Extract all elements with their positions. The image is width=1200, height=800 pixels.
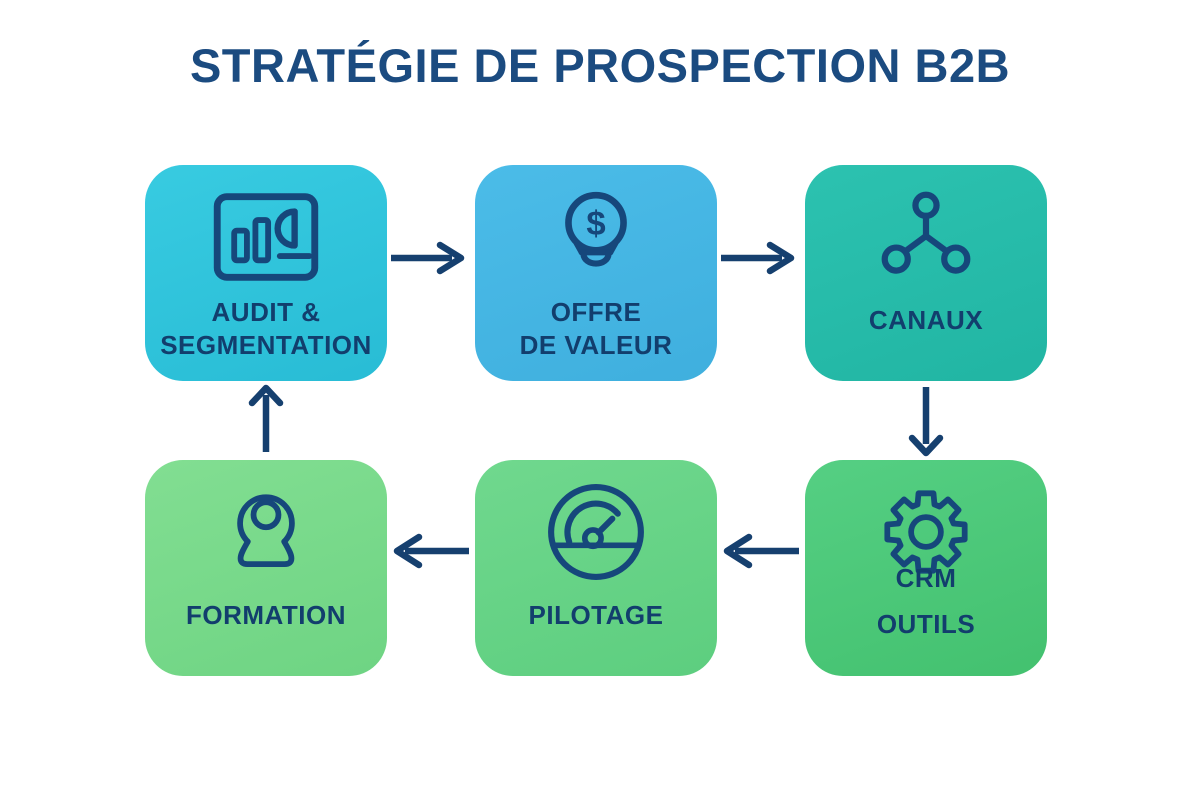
step-label: CRM OUTILS	[805, 563, 1047, 640]
step-box-pilotage: PILOTAGE	[475, 460, 717, 676]
arrow-pilotage-to-formation	[393, 533, 469, 569]
step-label-line: CANAUX	[868, 305, 984, 336]
arrow-offre-to-canaux	[721, 241, 795, 275]
step-label-line: SEGMENTATION	[160, 330, 372, 361]
arrow-formation-to-audit	[248, 384, 284, 452]
arrow-audit-to-offre	[391, 241, 465, 275]
step-box-formation: FORMATION	[145, 460, 387, 676]
step-label-line: CRM	[895, 563, 957, 594]
step-label-line: FORMATION	[186, 600, 346, 631]
step-label-line: PILOTAGE	[528, 600, 664, 631]
svg-text:$: $	[586, 205, 605, 243]
step-box-audit-segmentation: AUDIT & SEGMENTATION	[145, 165, 387, 381]
person-icon	[145, 476, 387, 588]
step-label-line: OFFRE	[550, 297, 642, 328]
step-box-canaux: CANAUX	[805, 165, 1047, 381]
step-box-crm-outils: CRM OUTILS	[805, 460, 1047, 676]
step-label-line: OUTILS	[876, 609, 976, 640]
step-label: AUDIT & SEGMENTATION	[145, 297, 387, 361]
step-label: FORMATION	[145, 600, 387, 631]
page-title: STRATÉGIE DE PROSPECTION B2B	[189, 39, 1011, 92]
gauge-icon	[475, 476, 717, 588]
step-label: PILOTAGE	[475, 600, 717, 631]
step-label-line: AUDIT &	[211, 297, 321, 328]
step-box-offre-de-valeur: $ OFFRE DE VALEUR	[475, 165, 717, 381]
step-label-line: DE VALEUR	[519, 330, 673, 361]
network-share-icon	[805, 181, 1047, 293]
arrow-canaux-to-crm	[908, 387, 944, 457]
step-label: CANAUX	[805, 305, 1047, 336]
lightbulb-dollar-icon: $	[475, 181, 717, 293]
dashboard-chart-icon	[145, 181, 387, 293]
arrow-crm-to-pilotage	[723, 533, 799, 569]
step-label: OFFRE DE VALEUR	[475, 297, 717, 361]
gear-icon	[805, 476, 1047, 588]
